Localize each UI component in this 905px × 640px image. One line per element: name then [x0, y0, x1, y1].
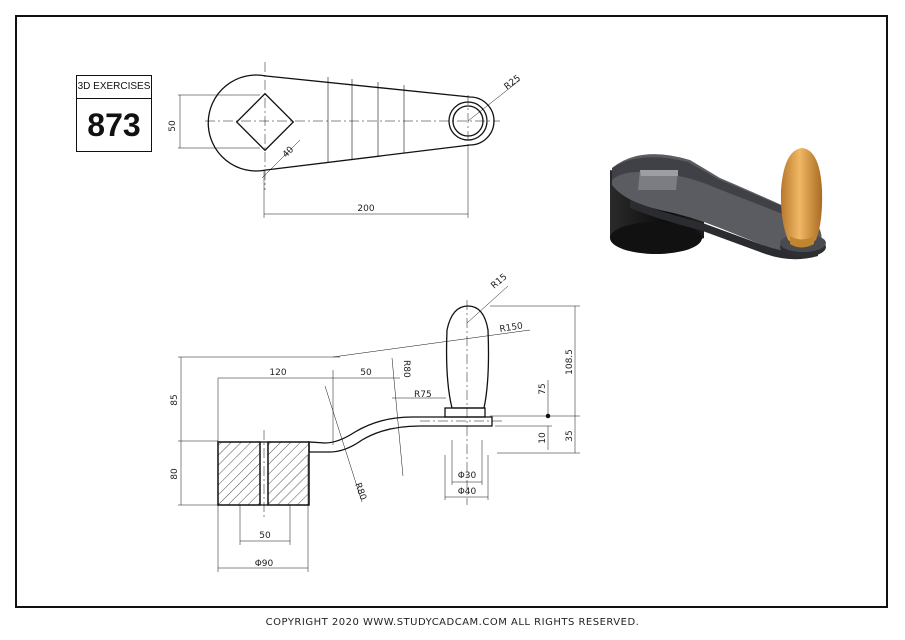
dim-front-50-top: 50 — [360, 368, 372, 378]
handle-grip — [445, 305, 490, 409]
dim-front-r150: R150 — [499, 321, 524, 335]
dim-front-35: 35 — [565, 430, 575, 441]
top-view — [178, 62, 521, 218]
exercise-badge: 3D EXERCISES 873 — [76, 75, 152, 152]
dim-front-r80-upper: R80 — [401, 360, 411, 378]
hub-section-right — [267, 441, 310, 506]
exercise-number: 873 — [87, 107, 141, 143]
dim-top-r25: R25 — [503, 74, 523, 93]
arm-profile — [308, 416, 493, 453]
dim-top-50: 50 — [168, 120, 178, 132]
dim-front-120: 120 — [269, 368, 286, 378]
copyright-footer: COPYRIGHT 2020 WWW.STUDYCADCAM.COM ALL R… — [265, 617, 640, 628]
dim-front-50-bottom: 50 — [259, 531, 271, 541]
badge-label: 3D EXERCISES — [77, 76, 151, 99]
front-view — [178, 285, 580, 572]
dim-front-dia90: Φ90 — [255, 559, 274, 569]
dim-front-r15: R15 — [490, 272, 510, 291]
dim-front-r80-lower: R80 — [352, 482, 368, 502]
dim-front-r75: R75 — [414, 390, 432, 400]
dim-front-85: 85 — [170, 394, 180, 405]
dim-front-108-5: 108.5 — [565, 349, 575, 375]
arm-outline — [207, 74, 495, 172]
dim-front-80: 80 — [170, 468, 180, 480]
dim-top-200: 200 — [357, 204, 374, 214]
dim-top-square40: 40 — [281, 145, 296, 160]
dim-front-75: 75 — [538, 383, 548, 394]
isometric-3d-view — [610, 148, 826, 260]
square-hole — [235, 92, 295, 152]
hub-section-left — [217, 441, 261, 506]
dim-front-dia40: Φ40 — [458, 487, 477, 497]
dim-front-dia30: Φ30 — [458, 471, 477, 481]
handle-base — [444, 407, 486, 418]
drawing-frame — [15, 15, 888, 608]
dim-front-10: 10 — [538, 432, 548, 444]
